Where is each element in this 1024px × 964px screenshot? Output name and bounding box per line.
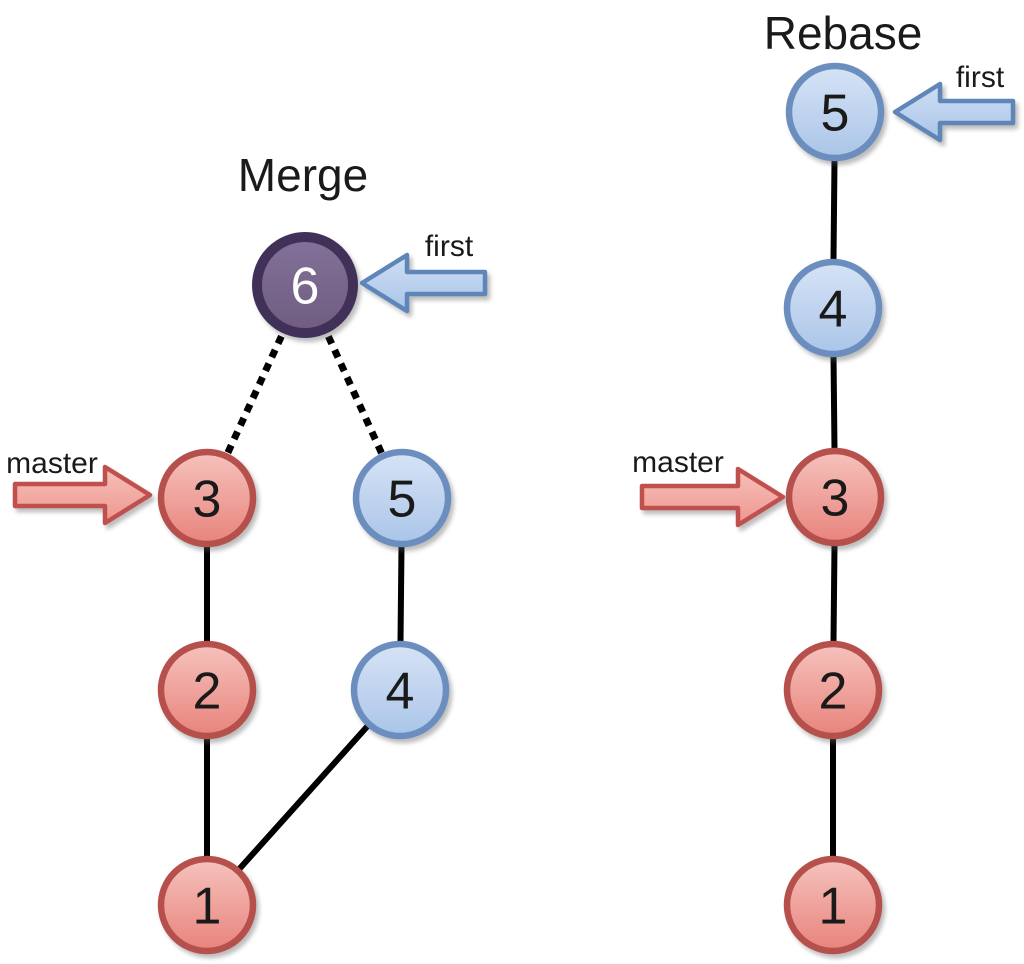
commit-circle-blue xyxy=(783,258,883,358)
diagram-rebase: 5 4 3 2 1 first master xyxy=(632,61,1016,955)
commit-number-label: 2 xyxy=(193,663,222,721)
commit-number-label: 4 xyxy=(819,281,848,339)
commit-number-label: 5 xyxy=(821,85,850,143)
commit-node-rebase-1: 1 xyxy=(783,855,883,955)
first-branch-arrow-icon xyxy=(359,252,488,314)
commit-node-merge-6: 6 xyxy=(252,232,358,338)
commit-circle-blue xyxy=(350,640,450,740)
merge-title: Merge xyxy=(237,149,369,201)
master-branch-label: master xyxy=(6,447,98,480)
master-branch-arrow-icon xyxy=(12,464,153,526)
commit-node-rebase-2: 2 xyxy=(783,640,883,740)
commit-node-merge-3: 3 xyxy=(157,448,257,548)
commit-node-rebase-4: 4 xyxy=(783,258,883,358)
commit-node-merge-4: 4 xyxy=(350,640,450,740)
commit-number-label: 3 xyxy=(193,471,222,529)
commit-circle-red xyxy=(785,447,885,547)
commit-number-label: 2 xyxy=(819,663,848,721)
first-branch-label: first xyxy=(956,61,1005,94)
commit-number-label: 6 xyxy=(291,258,320,316)
commit-circle-red xyxy=(783,640,883,740)
master-branch-arrow-icon xyxy=(639,466,786,528)
commit-circle-red xyxy=(783,855,883,955)
first-branch-label: first xyxy=(425,230,474,263)
commit-node-merge-1: 1 xyxy=(157,855,257,955)
first-branch-arrow-icon xyxy=(892,81,1016,143)
commit-number-label: 1 xyxy=(819,878,848,936)
commit-circle-blue xyxy=(785,62,885,162)
rebase-title: Rebase xyxy=(763,7,923,59)
commit-circle-red xyxy=(157,640,257,740)
commit-circle-red xyxy=(157,448,257,548)
commit-circle-blue xyxy=(352,448,452,548)
commit-node-rebase-5: 5 xyxy=(785,62,885,162)
commit-node-merge-5: 5 xyxy=(352,448,452,548)
commit-number-label: 1 xyxy=(193,878,222,936)
commit-node-rebase-3: 3 xyxy=(785,447,885,547)
commit-number-label: 3 xyxy=(821,470,850,528)
commit-circle-purple xyxy=(252,232,358,338)
commit-number-label: 5 xyxy=(388,471,417,529)
commit-node-merge-2: 2 xyxy=(157,640,257,740)
master-branch-label: master xyxy=(632,446,724,479)
commit-number-label: 4 xyxy=(386,663,415,721)
diagram-merge: 6 3 5 2 4 1 first master xyxy=(6,230,488,955)
commit-circle-red xyxy=(157,855,257,955)
